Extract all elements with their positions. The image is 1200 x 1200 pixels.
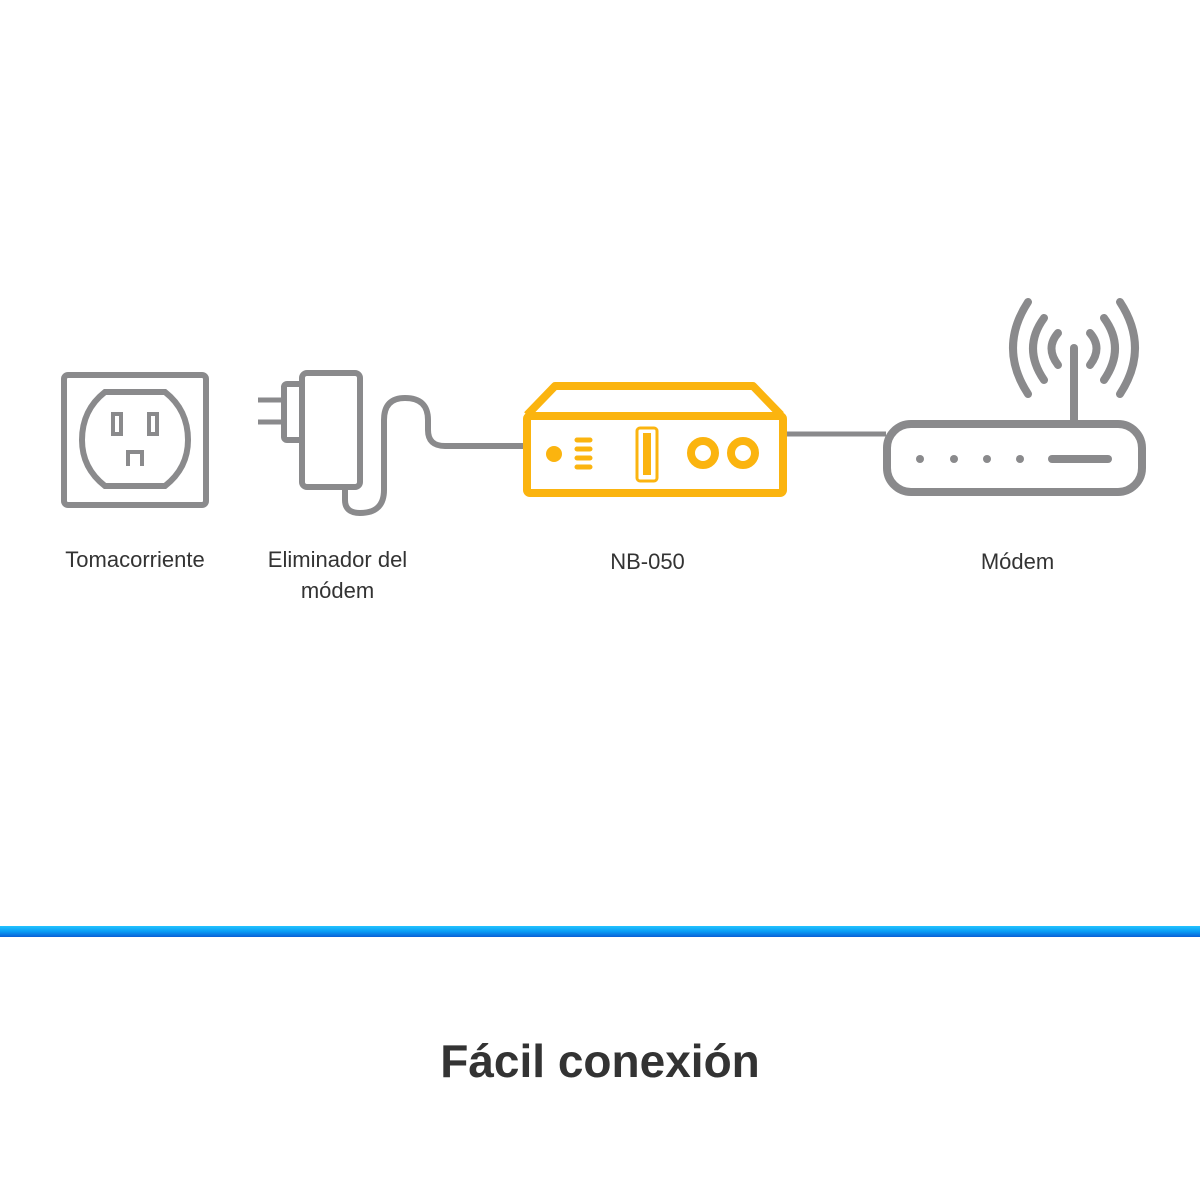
outlet-label: Tomacorriente [65, 547, 205, 572]
outlet-icon [61, 372, 209, 508]
power-adapter-icon [258, 370, 524, 517]
divider-bar [0, 926, 1200, 937]
modem-label: Módem [980, 549, 1055, 574]
adapter-label: Eliminador del módem [267, 547, 408, 603]
device-label: NB-050 [610, 549, 685, 574]
modem-icon [883, 298, 1146, 496]
nb-050-device-icon [523, 382, 787, 497]
page-title: Fácil conexión [440, 1035, 760, 1087]
